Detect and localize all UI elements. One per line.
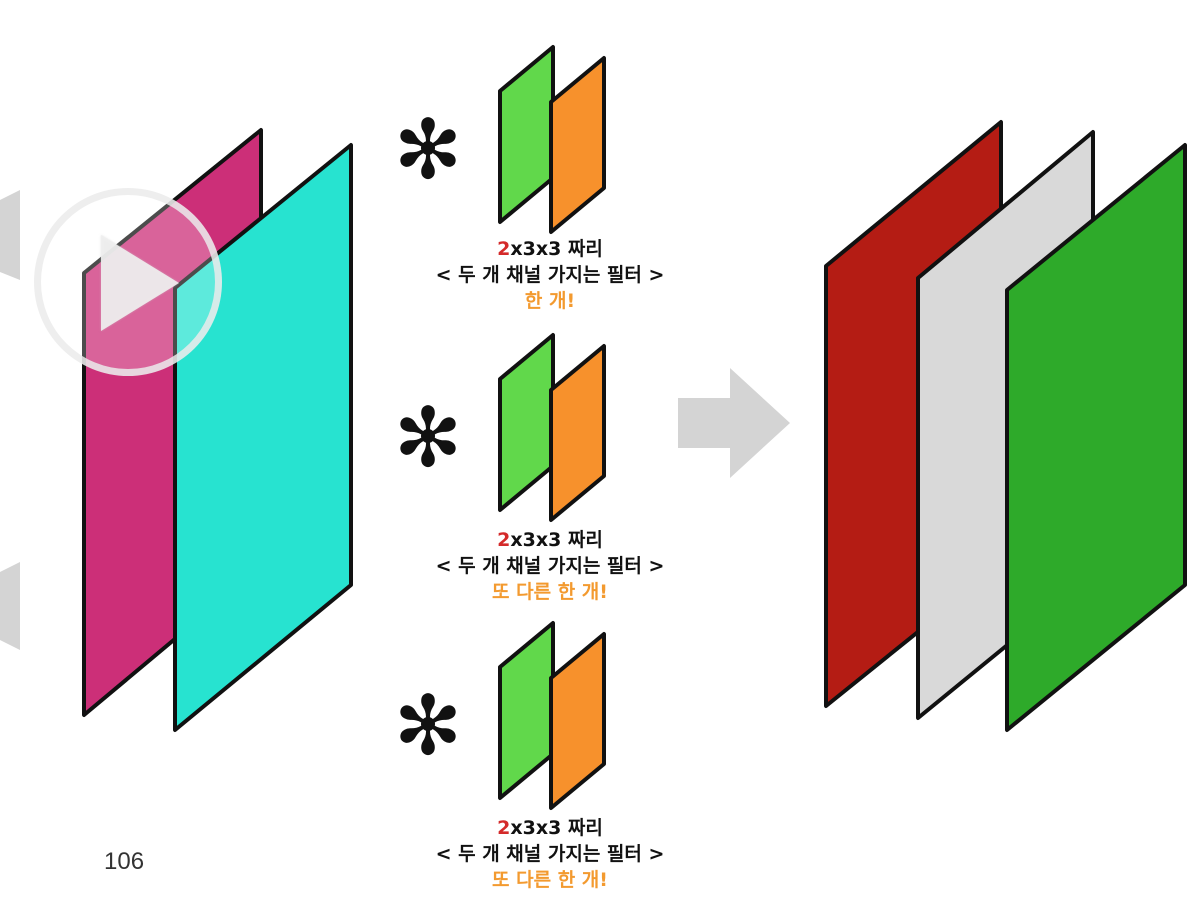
filter-description: < 두 개 채널 가지는 필터 > bbox=[435, 264, 665, 286]
play-icon bbox=[101, 235, 179, 331]
filter-caption-2: 2x3x3 짜리 < 두 개 채널 가지는 필터 > 또 다른 한 개! bbox=[390, 527, 710, 605]
filter-rows: ✻ ✻ ✻ bbox=[394, 45, 606, 810]
filter-row-3: ✻ bbox=[394, 621, 606, 810]
filter-channel-2 bbox=[549, 632, 606, 810]
convolution-operator-icon: ✻ bbox=[394, 103, 463, 198]
filter-description: < 두 개 채널 가지는 필터 > bbox=[435, 843, 665, 865]
filter-channel-2 bbox=[549, 56, 606, 234]
left-edge-arrows bbox=[0, 190, 20, 650]
filter-size-label: 2x3x3 짜리 bbox=[497, 529, 603, 551]
output-channel-3 bbox=[1005, 143, 1187, 732]
filter-row-2: ✻ bbox=[394, 333, 606, 522]
cropped-arrow-top bbox=[0, 190, 20, 280]
right-arrow-icon bbox=[678, 368, 790, 478]
play-button[interactable] bbox=[34, 188, 222, 376]
filter-count-label: 또 다른 한 개! bbox=[492, 581, 608, 603]
filter-channel-1 bbox=[498, 45, 555, 224]
filter-caption-3: 2x3x3 짜리 < 두 개 채널 가지는 필터 > 또 다른 한 개! bbox=[390, 815, 710, 893]
filter-count-label: 한 개! bbox=[524, 290, 576, 312]
output-feature-map bbox=[824, 120, 1187, 732]
filter-size-label: 2x3x3 짜리 bbox=[497, 238, 603, 260]
filter-channel-1 bbox=[498, 621, 555, 800]
filter-description: < 두 개 채널 가지는 필터 > bbox=[435, 555, 665, 577]
filter-channel-1 bbox=[498, 333, 555, 512]
filter-row-1: ✻ bbox=[394, 45, 606, 234]
convolution-operator-icon: ✻ bbox=[394, 679, 463, 774]
cropped-arrow-bottom bbox=[0, 562, 20, 650]
filter-caption-1: 2x3x3 짜리 < 두 개 채널 가지는 필터 > 한 개! bbox=[390, 236, 710, 314]
filter-channel-2 bbox=[549, 344, 606, 522]
filter-size-label: 2x3x3 짜리 bbox=[497, 817, 603, 839]
page-number: 106 bbox=[104, 848, 145, 875]
convolution-operator-icon: ✻ bbox=[394, 391, 463, 486]
filter-count-label: 또 다른 한 개! bbox=[492, 869, 608, 891]
